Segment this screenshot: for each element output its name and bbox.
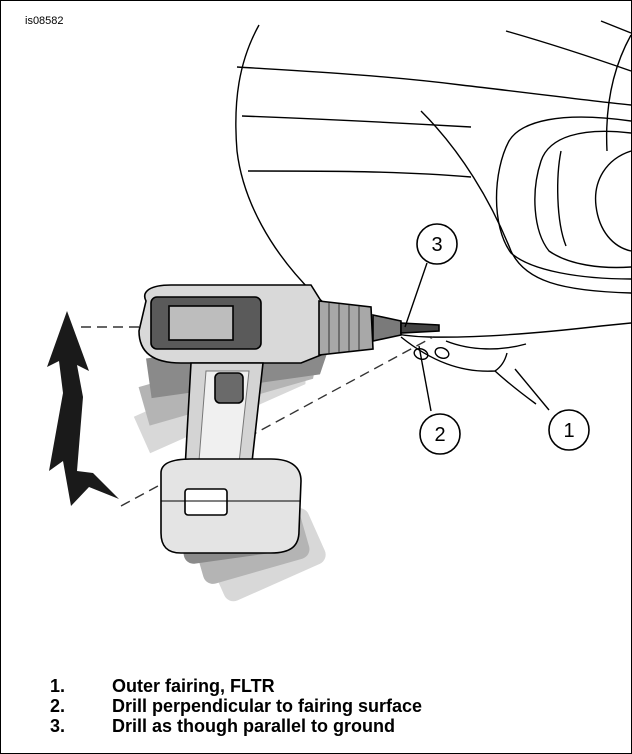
legend-text: Drill as though parallel to ground [112,716,396,736]
callout-3: 3 [416,223,458,265]
legend-text: Drill perpendicular to fairing surface [112,696,423,716]
leader-lines [404,262,550,412]
main-drill [138,284,440,554]
callout-1: 1 [548,409,590,451]
svg-text:1: 1 [563,420,574,442]
rotation-arrow [47,311,119,506]
legend-number: 1. [50,676,66,696]
legend: 1. Outer fairing, FLTR 2. Drill perpendi… [50,676,422,736]
figure-id: is08582 [25,15,64,27]
legend-number: 3. [50,716,66,736]
legend-item: 3. Drill as though parallel to ground [50,716,422,736]
legend-item: 2. Drill perpendicular to fairing surfac… [50,696,422,716]
callout-2: 2 [419,413,461,455]
svg-text:2: 2 [434,424,445,446]
legend-number: 2. [50,696,66,716]
legend-item: 1. Outer fairing, FLTR [50,676,422,696]
svg-text:3: 3 [431,234,442,256]
legend-text: Outer fairing, FLTR [112,676,275,696]
